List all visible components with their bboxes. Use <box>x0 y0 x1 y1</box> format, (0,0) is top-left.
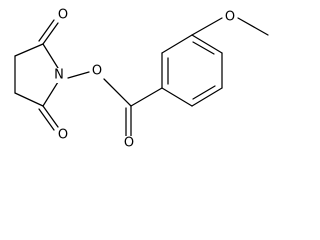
bond-o-ester-c <box>103 78 132 107</box>
atom-label-o-top: O <box>58 8 68 23</box>
bond-c1-o-top-b <box>38 19 55 42</box>
bond-benz-4-5 <box>191 34 223 54</box>
bond-ring-n-c1 <box>42 43 59 69</box>
bond-c4-o-bottom-a <box>42 105 59 128</box>
bond-methoxy-o-ch3 <box>237 17 269 36</box>
bond-ring-c3-c4 <box>14 92 44 107</box>
bond-c1-o-top-a <box>42 22 59 45</box>
atom-label-n: N <box>54 68 64 83</box>
bond-benz-1-2 <box>161 87 193 107</box>
bond-benz-inner-b <box>192 85 216 100</box>
bond-n-o <box>67 71 90 79</box>
bond-ring-c1-c2 <box>14 43 44 57</box>
bond-benz-inner-c <box>192 41 215 55</box>
bond-ester-c-ring <box>130 87 163 107</box>
bond-benz-5-6 <box>161 34 193 54</box>
atom-label-o-carbonyl: O <box>124 136 134 151</box>
bond-ring-methoxy-o <box>191 17 223 36</box>
bond-c4-o-bottom-b <box>38 108 55 131</box>
molecule-diagram: N O O O O O <box>14 8 269 151</box>
atom-label-o-methoxy: O <box>225 10 235 25</box>
atom-label-o-linker: O <box>92 64 102 79</box>
structure-canvas: N O O O O O <box>14 8 269 151</box>
atom-label-o-bottom: O <box>58 128 68 143</box>
bond-benz-2-3 <box>191 87 223 107</box>
bond-ring-c4-n <box>42 81 59 107</box>
